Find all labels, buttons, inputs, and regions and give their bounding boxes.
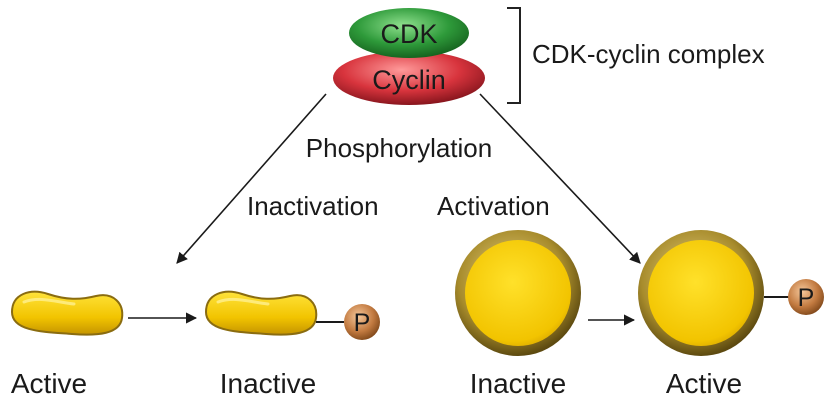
inactivation-arrow [176,93,327,264]
phosphate-label-left: P [354,309,371,337]
cyclin-label: Cyclin [372,65,446,95]
complex-bracket-label: CDK-cyclin complex [532,39,765,69]
phosphate-label-right: P [798,284,815,312]
active-protein-left [10,290,124,336]
cdk-cyclin-complex: CDK Cyclin [333,8,485,105]
phosphate-group-right: P [788,279,824,315]
activation-arrow [479,93,641,264]
state-label-left-after: Inactive [220,368,317,399]
state-label-left-before: Active [11,368,87,399]
complex-bracket [507,7,521,104]
inactivation-label: Inactivation [247,191,379,221]
state-label-right-before: Inactive [470,368,567,399]
activation-label: Activation [437,191,550,221]
inactive-protein-right [455,230,581,356]
active-protein-right [638,230,764,356]
phosphorylation-label: Phosphorylation [306,133,492,163]
inactive-protein-left [204,290,318,336]
state-label-right-after: Active [666,368,742,399]
phosphate-group-left: P [344,304,380,340]
cyclin-subunit [333,51,485,105]
cdk-label: CDK [380,19,437,49]
cdk-subunit [349,8,469,58]
